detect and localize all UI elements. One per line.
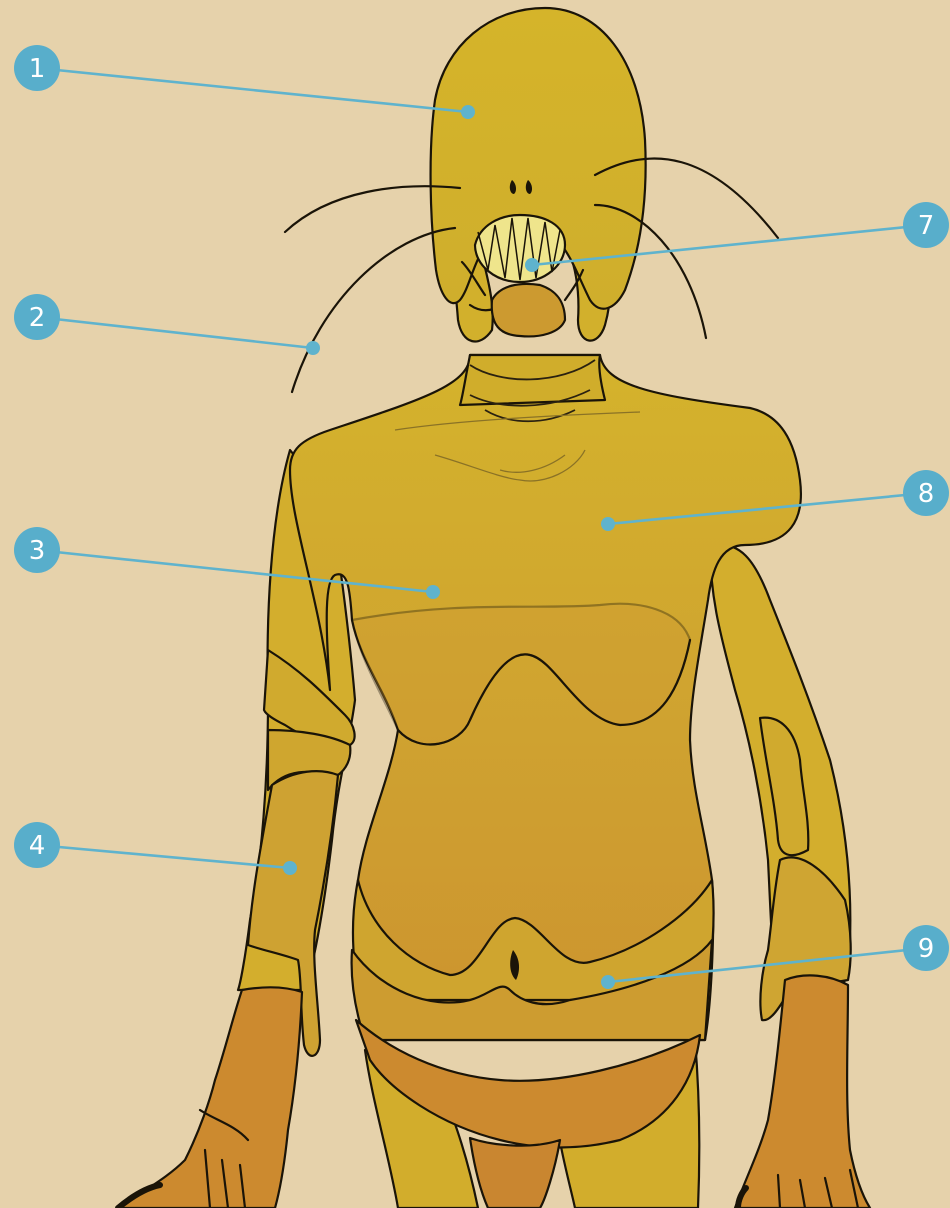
callout-1-label: 1: [29, 54, 46, 84]
chin: [492, 284, 565, 336]
callout-1: 1: [14, 45, 475, 119]
callout-2-label: 2: [29, 303, 46, 333]
callout-3-marker: [426, 585, 440, 599]
callout-8-badge[interactable]: 8: [903, 470, 949, 516]
callout-9-badge[interactable]: 9: [903, 925, 949, 971]
callout-3-badge[interactable]: 3: [14, 527, 60, 573]
callout-4-marker: [283, 861, 297, 875]
creature-body: [118, 8, 870, 1208]
callout-7-badge[interactable]: 7: [903, 202, 949, 248]
callout-8-label: 8: [918, 479, 935, 509]
callout-4: 4: [14, 822, 297, 875]
callout-9-marker: [601, 975, 615, 989]
left-hand: [120, 987, 302, 1208]
groin: [470, 1138, 560, 1208]
callout-7-marker: [525, 258, 539, 272]
callout-9-label: 9: [918, 934, 935, 964]
callout-3-label: 3: [29, 536, 46, 566]
callout-2-badge[interactable]: 2: [14, 294, 60, 340]
callout-2: 2: [14, 294, 320, 355]
callout-1-marker: [461, 105, 475, 119]
callout-8-marker: [601, 517, 615, 531]
callout-1-badge[interactable]: 1: [14, 45, 60, 91]
callout-7-label: 7: [918, 211, 935, 241]
callout-2-marker: [306, 341, 320, 355]
callout-4-label: 4: [29, 831, 46, 861]
callout-4-badge[interactable]: 4: [14, 822, 60, 868]
